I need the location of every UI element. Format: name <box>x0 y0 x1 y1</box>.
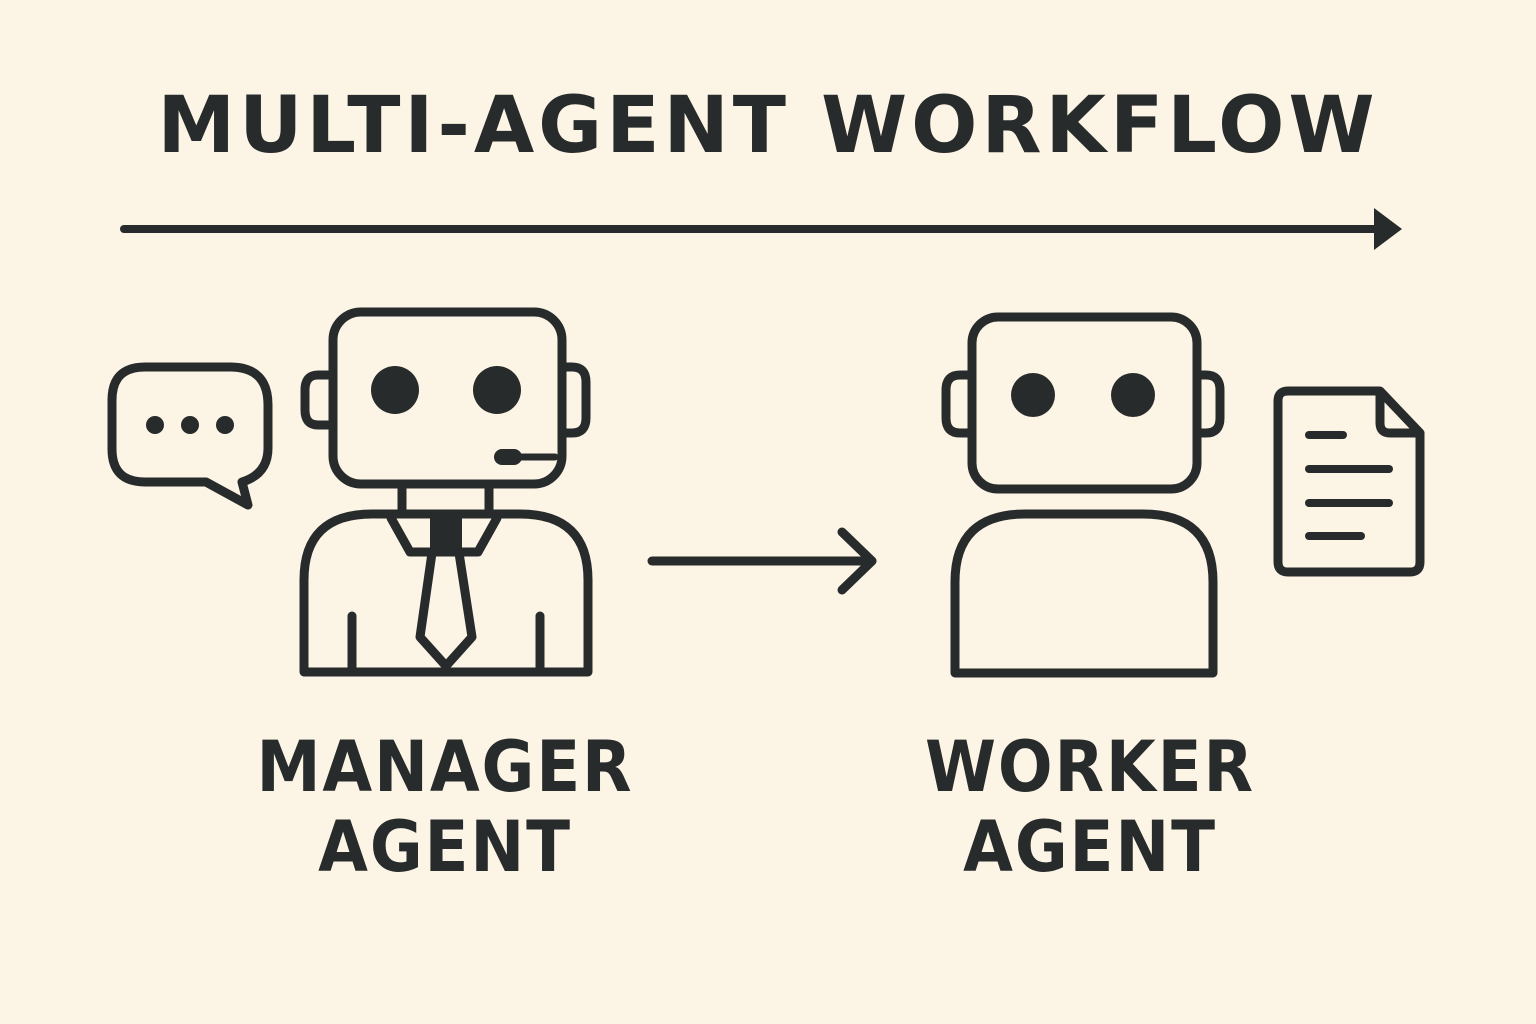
diagram-title: MULTI-AGENT WORKFLOW <box>157 81 1379 171</box>
right-eye-icon <box>1111 373 1155 417</box>
handoff-arrow <box>647 527 877 595</box>
right-ear-icon <box>557 362 591 438</box>
manager-label-line2: AGENT <box>318 806 572 888</box>
robot-head <box>328 307 567 489</box>
right-eye-icon <box>473 366 521 414</box>
tie-knot-icon <box>430 518 462 550</box>
workflow-timeline-arrow <box>120 208 1402 250</box>
manager-label-line1: MANAGER <box>256 726 634 808</box>
robot-worker-icon <box>941 312 1225 678</box>
left-ear-icon <box>300 370 338 430</box>
manager-agent-label: MANAGER AGENT <box>215 727 675 887</box>
robot-body <box>299 509 593 677</box>
left-eye-icon <box>1011 373 1055 417</box>
left-eye-icon <box>371 366 419 414</box>
right-ear-icon <box>1192 370 1225 438</box>
worker-label-line2: AGENT <box>963 806 1217 888</box>
robot-body <box>950 509 1218 678</box>
document-icon <box>1273 386 1425 577</box>
tie-icon <box>415 548 477 671</box>
speech-bubble-icon <box>107 362 273 510</box>
robot-head <box>967 312 1202 494</box>
robot-manager-icon <box>299 307 593 677</box>
worker-agent-label: WORKER AGENT <box>860 727 1320 887</box>
left-ear-icon <box>941 370 977 438</box>
worker-label-line1: WORKER <box>925 726 1255 808</box>
